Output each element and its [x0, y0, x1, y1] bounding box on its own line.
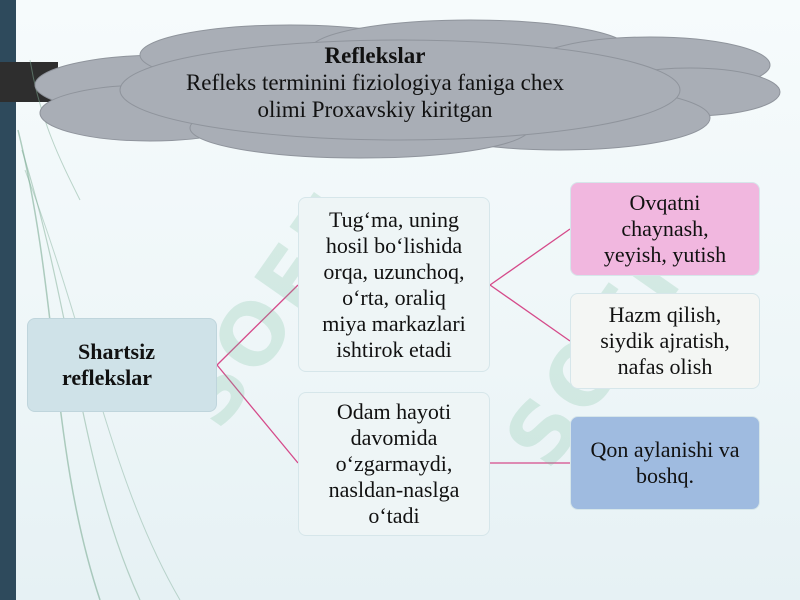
branch-1-line: o‘rta, oraliq [342, 284, 446, 310]
branch-2-line: nasldan-naslga [328, 477, 460, 502]
cloud-title: Reflekslar [324, 43, 426, 68]
branch-1-line: orqa, uzunchoq, [323, 258, 465, 284]
title-cloud [34, 19, 781, 159]
branch-2-line: davomida [350, 425, 438, 450]
connector-lines [216, 228, 571, 464]
left-accent-bar [0, 0, 16, 600]
leaf-1-line: yeyish, yutish [603, 242, 727, 267]
branch-2-line: o‘zgarmaydi, [335, 451, 453, 476]
branch-1-line: Tug‘ma, uning [329, 206, 459, 232]
leaf-node-digestion: Hazm qilish, siydik ajratish, nafas olis… [570, 293, 760, 389]
leaf-2-line: nafas olish [617, 354, 713, 379]
branch-1-line: hosil bo‘lishida [325, 232, 463, 258]
branch-2-line: Odam hayoti [336, 399, 452, 424]
cloud-line-2: olimi Proxavskiy kiritgan [257, 97, 493, 122]
branch-1-line: miya markazlari [322, 310, 466, 336]
leaf-node-circulation: Qon aylanishi va boshq. [570, 416, 760, 510]
cloud-text: Reflekslar Refleks terminini fiziologiya… [130, 42, 620, 123]
branch-2-line: o‘tadi [368, 503, 420, 528]
leaf-3-line: Qon aylanishi va [590, 437, 740, 462]
root-line-2: reflekslar [62, 365, 153, 390]
leaf-node-chewing: Ovqatni chaynash, yeyish, yutish [570, 182, 760, 276]
branch-node-lifelong: Odam hayoti davomida o‘zgarmaydi, naslda… [298, 392, 490, 536]
branch-1-line: ishtirok etadi [336, 336, 452, 362]
root-node: Shartsiz reflekslar [27, 318, 217, 412]
branch-node-innate: Tug‘ma, uning hosil bo‘lishida orqa, uzu… [298, 197, 490, 372]
leaf-1-line: Ovqatni [629, 190, 701, 215]
leaf-3-line: boshq. [635, 463, 695, 488]
leaf-2-line: Hazm qilish, [608, 302, 722, 327]
root-line-1: Shartsiz [78, 339, 155, 364]
leaf-1-line: chaynash, [621, 216, 709, 241]
cloud-line-1: Refleks terminini fiziologiya faniga che… [185, 70, 565, 95]
leaf-2-line: siydik ajratish, [600, 328, 730, 353]
